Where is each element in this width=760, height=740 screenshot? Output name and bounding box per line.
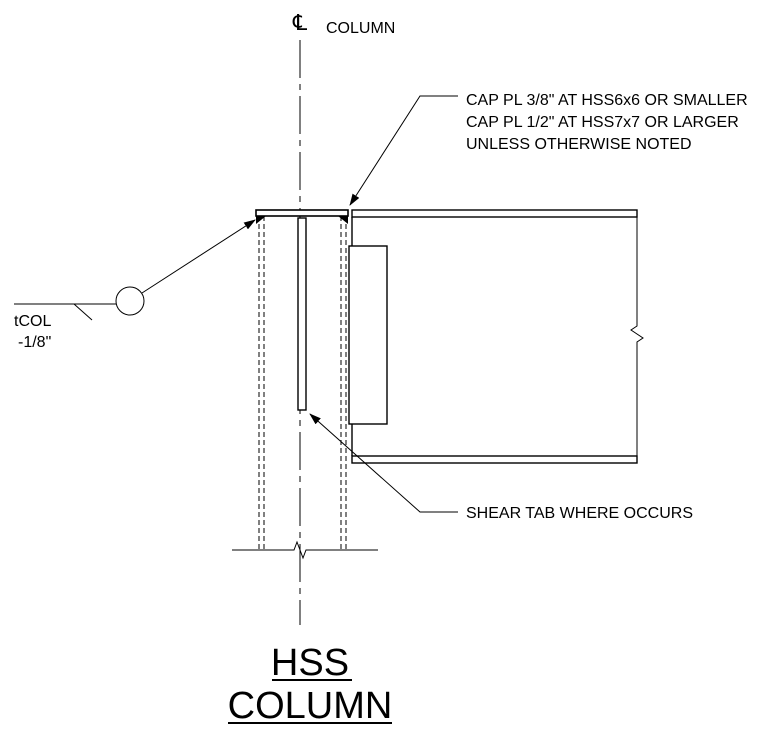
title-line-2: COLUMN bbox=[228, 685, 393, 727]
cap-weld-right bbox=[338, 216, 348, 224]
centerline-label: COLUMN bbox=[326, 20, 395, 37]
beam-break-line bbox=[630, 210, 644, 463]
cap-weld-left bbox=[256, 216, 266, 224]
cap-plate-note-line-2: CAP PL 1/2" AT HSS7x7 OR LARGER bbox=[466, 114, 739, 131]
weld-tail bbox=[73, 303, 93, 321]
cap-plate-note-line-1: CAP PL 3/8" AT HSS6x6 OR SMALLER bbox=[466, 92, 748, 109]
centerline-symbol: ℄ bbox=[292, 10, 308, 35]
cap-plate-note-line-3: UNLESS OTHERWISE NOTED bbox=[466, 136, 692, 153]
shear-tab bbox=[297, 217, 307, 411]
weld-all-around-circle bbox=[115, 286, 145, 316]
column-break-line bbox=[232, 540, 378, 560]
weld-leader bbox=[141, 219, 256, 294]
elevation-tag-line-1: tCOL bbox=[14, 313, 51, 330]
cap-plate-leader bbox=[349, 95, 458, 206]
beam-bottom-flange bbox=[351, 455, 638, 464]
beam-top-flange bbox=[351, 209, 638, 218]
shear-tab-note: SHEAR TAB WHERE OCCURS bbox=[466, 505, 693, 522]
shear-tab-leader bbox=[309, 413, 458, 513]
beam-web-plate bbox=[348, 245, 388, 425]
elevation-tag-line-2: -1/8" bbox=[18, 334, 51, 351]
cap-plate bbox=[255, 209, 349, 217]
title-line-1: HSS bbox=[271, 642, 349, 684]
